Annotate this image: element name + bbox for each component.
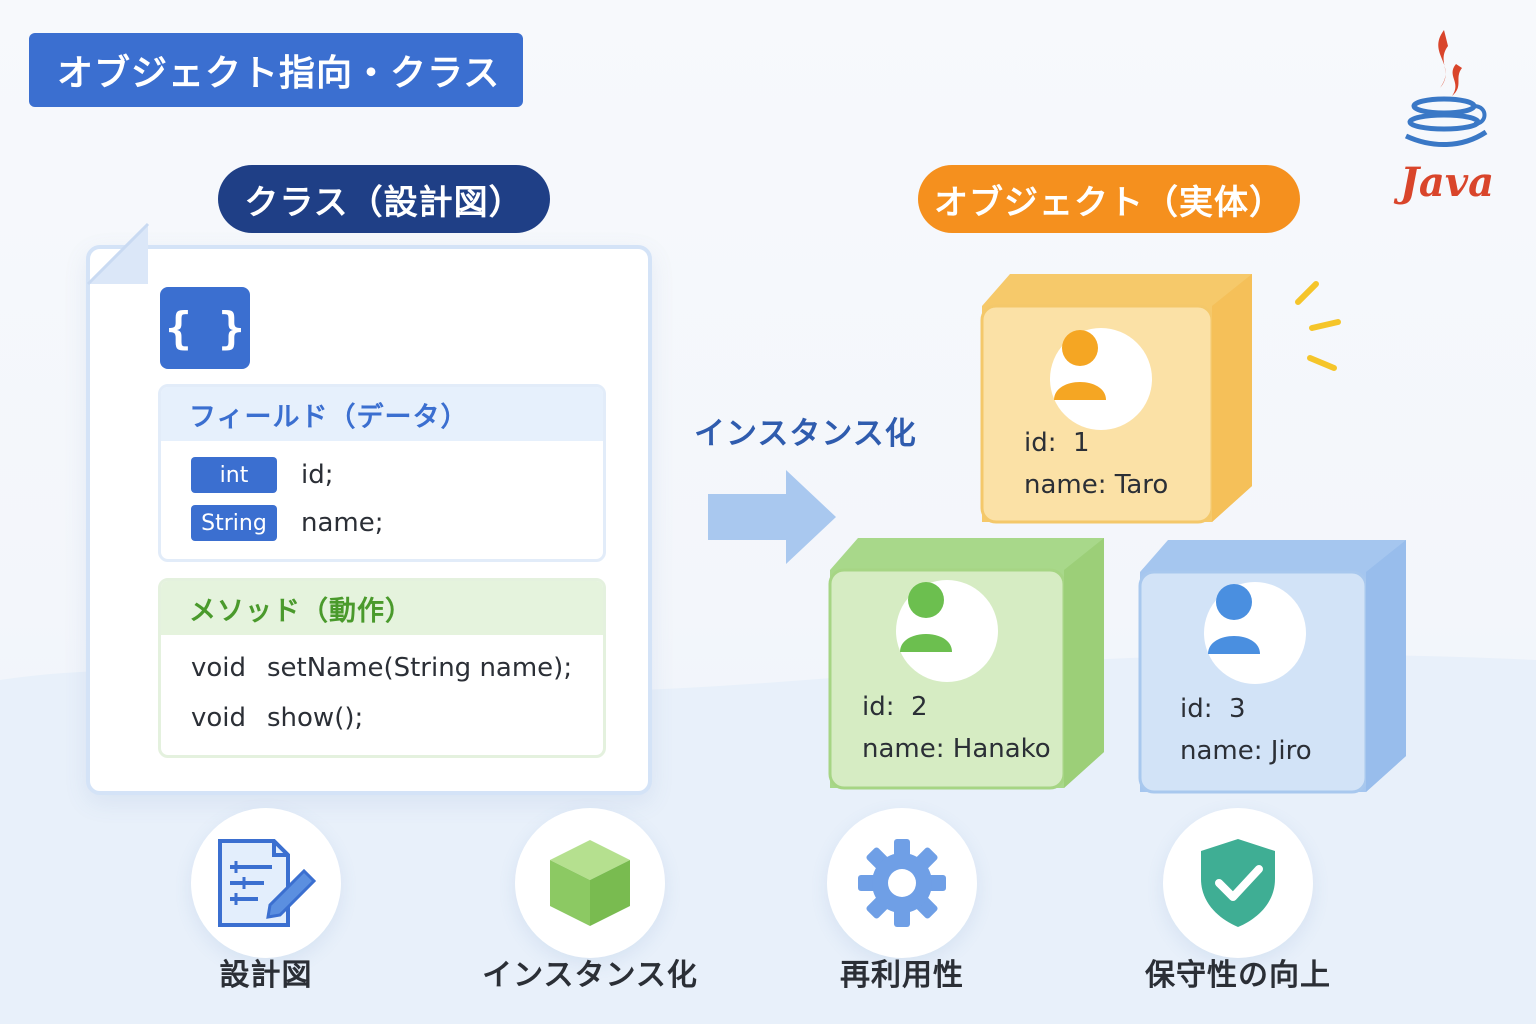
user-avatar-icon bbox=[1204, 582, 1306, 684]
java-logo-text: Java bbox=[1400, 159, 1495, 206]
id-value: 2 bbox=[911, 692, 928, 722]
shield-check-icon bbox=[1163, 808, 1313, 958]
feature-label: 再利用性 bbox=[840, 958, 964, 993]
name-label: name: bbox=[1024, 470, 1107, 500]
name-label: name: bbox=[1180, 736, 1263, 766]
user-avatar-icon bbox=[1050, 328, 1152, 430]
feature-label: 保守性の向上 bbox=[1145, 958, 1331, 993]
instantiation-label: インスタンス化 bbox=[694, 416, 917, 452]
method-signature: show(); bbox=[267, 703, 364, 733]
name-value: Jiro bbox=[1270, 736, 1312, 766]
id-value: 3 bbox=[1229, 694, 1246, 724]
id-label: id: bbox=[862, 692, 895, 722]
methods-heading: メソッド（動作） bbox=[161, 581, 603, 635]
name-value: Taro bbox=[1114, 470, 1169, 500]
sparkle-lines-icon bbox=[1295, 281, 1341, 371]
class-pill: クラス（設計図） bbox=[218, 165, 550, 233]
type-tag: int bbox=[191, 457, 277, 493]
name-label: name: bbox=[862, 734, 945, 764]
id-value: 1 bbox=[1073, 428, 1090, 458]
code-braces-icon: { } bbox=[160, 287, 250, 369]
fields-heading: フィールド（データ） bbox=[161, 387, 603, 441]
method-return-type: void bbox=[191, 653, 247, 683]
method-row: void show(); bbox=[191, 703, 363, 733]
id-label: id: bbox=[1180, 694, 1213, 724]
java-logo: Java bbox=[1392, 24, 1502, 206]
type-tag: String bbox=[191, 505, 277, 541]
field-row: String name; bbox=[191, 505, 384, 541]
object-fields-text: id: 1 name: Taro bbox=[1024, 422, 1168, 506]
blueprint-document-icon bbox=[191, 808, 341, 958]
object-card: id: 3 name: Jiro bbox=[1138, 538, 1410, 794]
object-pill: オブジェクト（実体） bbox=[918, 165, 1300, 233]
fields-section: フィールド（データ） int id; String name; bbox=[158, 384, 606, 562]
page-title: オブジェクト指向・クラス bbox=[29, 33, 523, 107]
feature-label: インスタンス化 bbox=[482, 958, 698, 993]
user-avatar-icon bbox=[896, 580, 998, 682]
feature-label: 設計図 bbox=[219, 958, 313, 993]
field-row: int id; bbox=[191, 457, 334, 493]
id-label: id: bbox=[1024, 428, 1057, 458]
right-arrow-icon bbox=[708, 470, 836, 564]
green-cube-icon bbox=[515, 808, 665, 958]
methods-section: メソッド（動作） void setName(String name); void… bbox=[158, 578, 606, 758]
method-signature: setName(String name); bbox=[267, 653, 573, 683]
method-row: void setName(String name); bbox=[191, 653, 572, 683]
method-return-type: void bbox=[191, 703, 247, 733]
object-card: id: 2 name: Hanako bbox=[828, 536, 1108, 790]
object-fields-text: id: 2 name: Hanako bbox=[862, 686, 1051, 770]
name-value: Hanako bbox=[952, 734, 1051, 764]
object-card: id: 1 name: Taro bbox=[980, 272, 1255, 524]
field-name: name; bbox=[301, 508, 384, 538]
gear-icon bbox=[827, 808, 977, 958]
object-fields-text: id: 3 name: Jiro bbox=[1180, 688, 1312, 772]
field-name: id; bbox=[301, 460, 334, 490]
document-fold bbox=[86, 222, 150, 286]
